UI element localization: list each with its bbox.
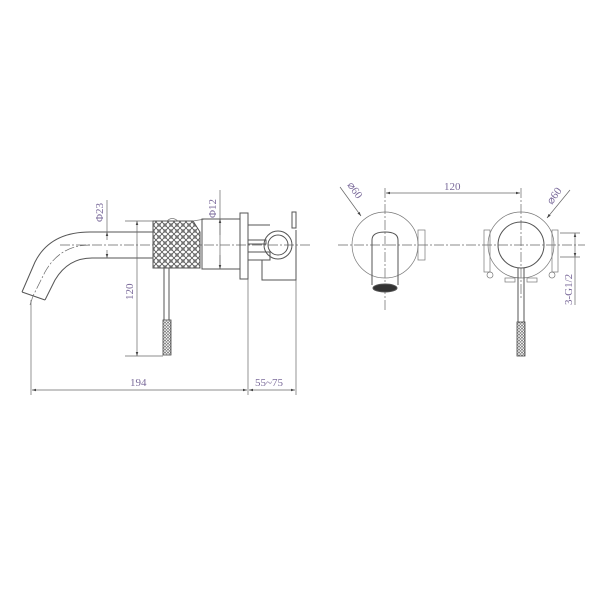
dim-thread: 3-G1/2	[560, 232, 580, 305]
side-view: Φ23 Φ12 120 194 55~7	[21, 190, 310, 395]
dim-total-length-label: 194	[130, 377, 147, 389]
dim-spout-plate-diameter: ⌀60	[339, 180, 365, 217]
dim-total-length: 194	[30, 279, 297, 395]
dim-spout-plate-diameter-label: ⌀60	[345, 180, 365, 202]
front-view: 120 ⌀60 ⌀60 3-G1/2	[338, 180, 585, 357]
dim-spout-diameter-label: Φ23	[94, 202, 106, 222]
dim-body-diameter: Φ12	[207, 190, 222, 269]
wall-plate	[239, 212, 249, 280]
dim-wall-depth: 55~75	[249, 377, 295, 392]
spout-plate	[351, 211, 426, 293]
valve-housing	[247, 211, 297, 281]
dim-mixer-plate-diameter: ⌀60	[545, 185, 571, 219]
handle	[162, 268, 172, 356]
dim-wall-depth-label: 55~75	[255, 377, 283, 389]
dim-center-distance-label: 120	[444, 181, 461, 193]
mixer-plate	[483, 211, 559, 357]
dim-body-diameter-label: Φ12	[207, 199, 219, 218]
dim-mixer-plate-diameter-label: ⌀60	[545, 185, 565, 207]
dim-thread-label: 3-G1/2	[563, 274, 575, 305]
dim-handle-height-label: 120	[124, 283, 136, 300]
dim-handle-height: 120	[124, 220, 163, 357]
dim-spout-diameter: Φ23	[94, 200, 109, 258]
spout	[21, 231, 155, 306]
dim-center-distance: 120	[386, 181, 520, 195]
knurled-body	[152, 218, 201, 269]
